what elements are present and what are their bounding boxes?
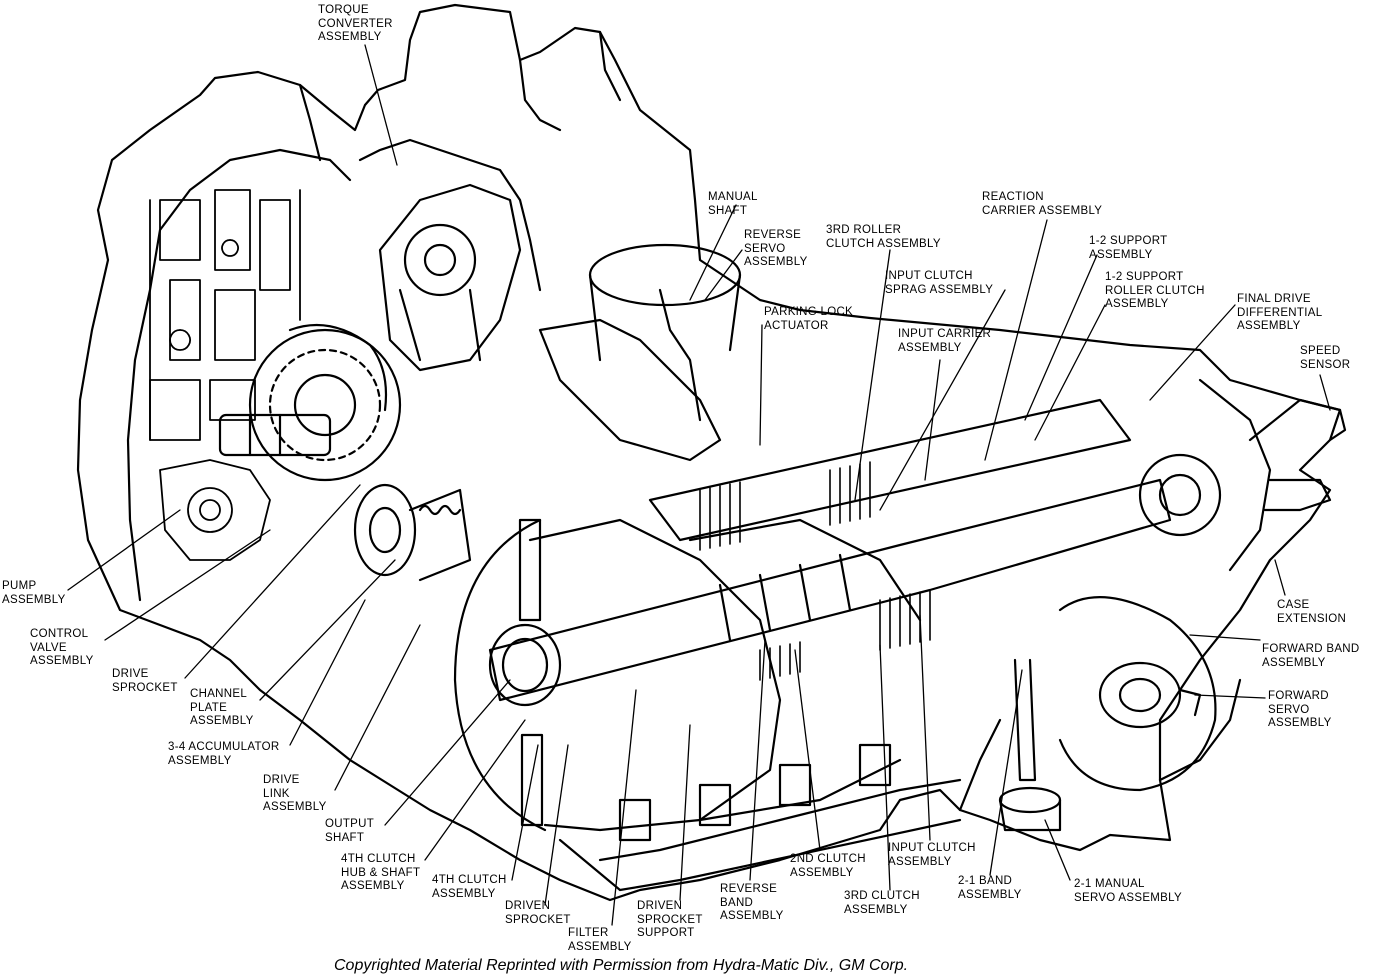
label-parking-lock: PARKING LOCK ACTUATOR [764, 306, 854, 332]
label-third-clutch: 3RD CLUTCH ASSEMBLY [844, 890, 920, 916]
label-filter: FILTER ASSEMBLY [568, 927, 632, 953]
label-drive-link: DRIVE LINK ASSEMBLY [263, 774, 327, 813]
label-two-one-manual-servo: 2-1 MANUAL SERVO ASSEMBLY [1074, 878, 1182, 904]
label-control-valve: CONTROL VALVE ASSEMBLY [30, 628, 94, 667]
manual-servo-2-1 [998, 658, 1062, 832]
label-output-shaft: OUTPUT SHAFT [325, 818, 375, 844]
forward-servo [1058, 596, 1217, 792]
drive-sprocket-gear [218, 323, 402, 482]
main-shaft-assembly [488, 398, 1172, 707]
label-drive-sprocket: DRIVE SPROCKET [112, 668, 178, 694]
label-two-one-band: 2-1 BAND ASSEMBLY [958, 875, 1022, 901]
label-channel-plate: CHANNEL PLATE ASSEMBLY [190, 688, 254, 727]
label-input-carrier: INPUT CARRIER ASSEMBLY [898, 328, 992, 354]
label-reverse-servo: REVERSE SERVO ASSEMBLY [744, 229, 808, 268]
transmission-case [76, 3, 1342, 902]
label-input-clutch: INPUT CLUTCH ASSEMBLY [888, 842, 976, 868]
clutch-plates [699, 461, 931, 681]
label-forward-band: FORWARD BAND ASSEMBLY [1262, 643, 1360, 669]
label-reverse-band: REVERSE BAND ASSEMBLY [720, 883, 784, 922]
label-torque-converter: TORQUE CONVERTER ASSEMBLY [318, 4, 393, 43]
label-one-two-support-roller: 1-2 SUPPORT ROLLER CLUTCH ASSEMBLY [1105, 271, 1205, 310]
label-case-extension: CASE EXTENSION [1277, 599, 1347, 625]
label-second-clutch: 2ND CLUTCH ASSEMBLY [790, 853, 866, 879]
copyright-caption: Copyrighted Material Reprinted with Perm… [334, 957, 909, 974]
label-speed-sensor: SPEED SENSOR [1300, 345, 1351, 371]
driven-sprocket-drum [453, 518, 922, 832]
label-accumulator: 3-4 ACCUMULATOR ASSEMBLY [168, 741, 280, 767]
reverse-servo-housing [538, 243, 742, 462]
valve-body [149, 189, 301, 561]
label-driven-sprocket: DRIVEN SPROCKET [505, 900, 571, 926]
final-drive-differential [1138, 378, 1347, 572]
label-input-clutch-sprag: INPUT CLUTCH SPRAG ASSEMBLY [885, 270, 994, 296]
label-fourth-clutch-hub: 4TH CLUTCH HUB & SHAFT ASSEMBLY [341, 853, 421, 892]
label-one-two-support: 1-2 SUPPORT ASSEMBLY [1089, 235, 1168, 261]
label-forward-servo: FORWARD SERVO ASSEMBLY [1268, 690, 1332, 729]
label-third-roller-clutch: 3RD ROLLER CLUTCH ASSEMBLY [826, 224, 941, 250]
accumulator-piston [353, 483, 472, 582]
label-driven-sprocket-support: DRIVEN SPROCKET SUPPORT [637, 900, 703, 939]
label-final-drive: FINAL DRIVE DIFFERENTIAL ASSEMBLY [1237, 293, 1323, 332]
callout-leader-lines [67, 44, 1331, 926]
label-reaction-carrier: REACTION CARRIER ASSEMBLY [982, 191, 1103, 217]
label-manual-shaft: MANUAL SHAFT [708, 191, 758, 217]
label-pump: PUMP ASSEMBLY [2, 580, 66, 606]
label-fourth-clutch: 4TH CLUTCH ASSEMBLY [432, 874, 507, 900]
torque-converter [378, 183, 522, 372]
